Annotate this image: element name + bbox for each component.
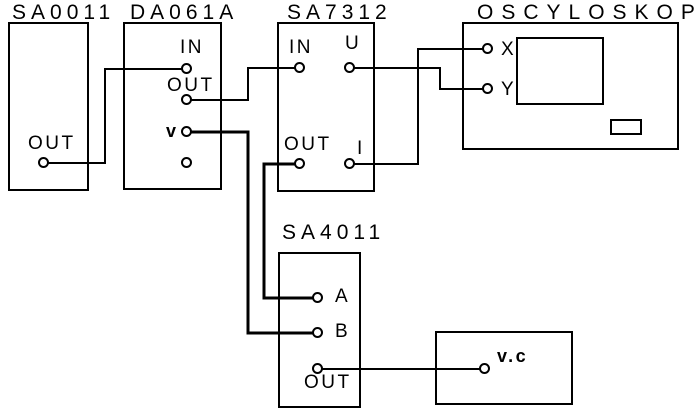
oscilloscope-screen (516, 37, 604, 105)
port-label-sa7312-out: OUT (284, 134, 332, 155)
device-title-sa4011: SA4011 (282, 221, 386, 244)
wire-sa7312u-oscy (350, 67, 488, 90)
port-label-da061a-in: IN (180, 37, 204, 58)
wire-da061aout-sa7312in (187, 67, 300, 101)
port-label-da061a-out: OUT (167, 75, 215, 96)
port-sa4011-out-icon (312, 363, 323, 374)
device-title-oscyloskop: OSCYLOSKOP (477, 1, 699, 24)
port-label-oscyloskop-y: Y (501, 79, 517, 100)
device-title-da061a: DA061A (130, 1, 239, 24)
device-title-sa7312: SA7312 (287, 1, 392, 24)
port-label-sa7312-i: I (357, 138, 365, 159)
port-label-vc: v.c (497, 346, 529, 366)
port-vc-icon (479, 363, 490, 374)
port-sa4011-a-icon (312, 292, 323, 303)
port-da061a-aux-icon (181, 157, 192, 168)
device-box-da061a (123, 22, 222, 190)
wire-sa0011out-da061ain (44, 68, 187, 164)
port-sa7312-i-icon (344, 158, 355, 169)
port-label-oscyloskop-x: X (501, 39, 517, 60)
port-oscyloskop-x-icon (482, 43, 493, 54)
wire-sa7312out-sa4011a (262, 162, 318, 300)
wire-sa7312i-oscx (350, 48, 488, 165)
port-oscyloskop-y-icon (482, 83, 493, 94)
port-label-sa4011-b: B (335, 321, 351, 342)
port-label-da061a-v: v (166, 121, 179, 141)
port-sa7312-in-icon (294, 62, 305, 73)
port-da061a-v-icon (181, 126, 192, 137)
port-da061a-in-icon (181, 63, 192, 74)
port-sa7312-out-icon (294, 158, 305, 169)
port-sa7312-u-icon (344, 62, 355, 73)
port-label-sa4011-a: A (335, 286, 351, 307)
device-title-sa0011: SA0011 (12, 1, 116, 24)
oscilloscope-panel-button (610, 119, 642, 135)
wire-da061av-sa4011b (187, 130, 318, 335)
port-label-sa7312-in: IN (289, 37, 313, 58)
port-sa0011-out-icon (38, 157, 49, 168)
port-sa4011-b-icon (312, 327, 323, 338)
port-label-sa4011-out: OUT (304, 372, 352, 393)
port-label-sa7312-u: U (345, 33, 362, 54)
port-label-sa0011-out: OUT (28, 133, 76, 154)
port-da061a-out-icon (181, 94, 192, 105)
